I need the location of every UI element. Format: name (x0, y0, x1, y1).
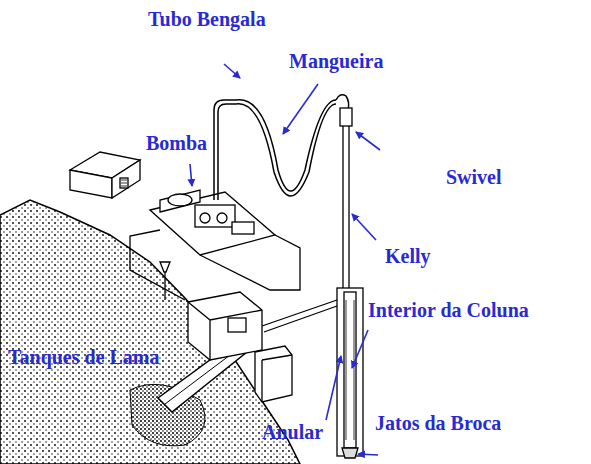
part-label: Mangueira (289, 50, 383, 72)
part-label: Interior da Coluna (368, 299, 529, 321)
leader-arrows (190, 64, 380, 455)
pump (130, 190, 300, 300)
mud-tanks (188, 292, 337, 402)
part-label: Tanques de Lama (8, 346, 160, 368)
swivel-kelly-well (337, 108, 363, 458)
standpipe-and-hose (214, 95, 349, 200)
building (70, 152, 140, 198)
part-label: Bomba (146, 132, 207, 154)
part-label: Anular (262, 421, 323, 443)
part-label: Swivel (446, 166, 502, 188)
part-label: Tubo Bengala (148, 8, 266, 30)
part-label: Jatos da Broca (375, 412, 501, 434)
part-label: Kelly (385, 245, 431, 267)
